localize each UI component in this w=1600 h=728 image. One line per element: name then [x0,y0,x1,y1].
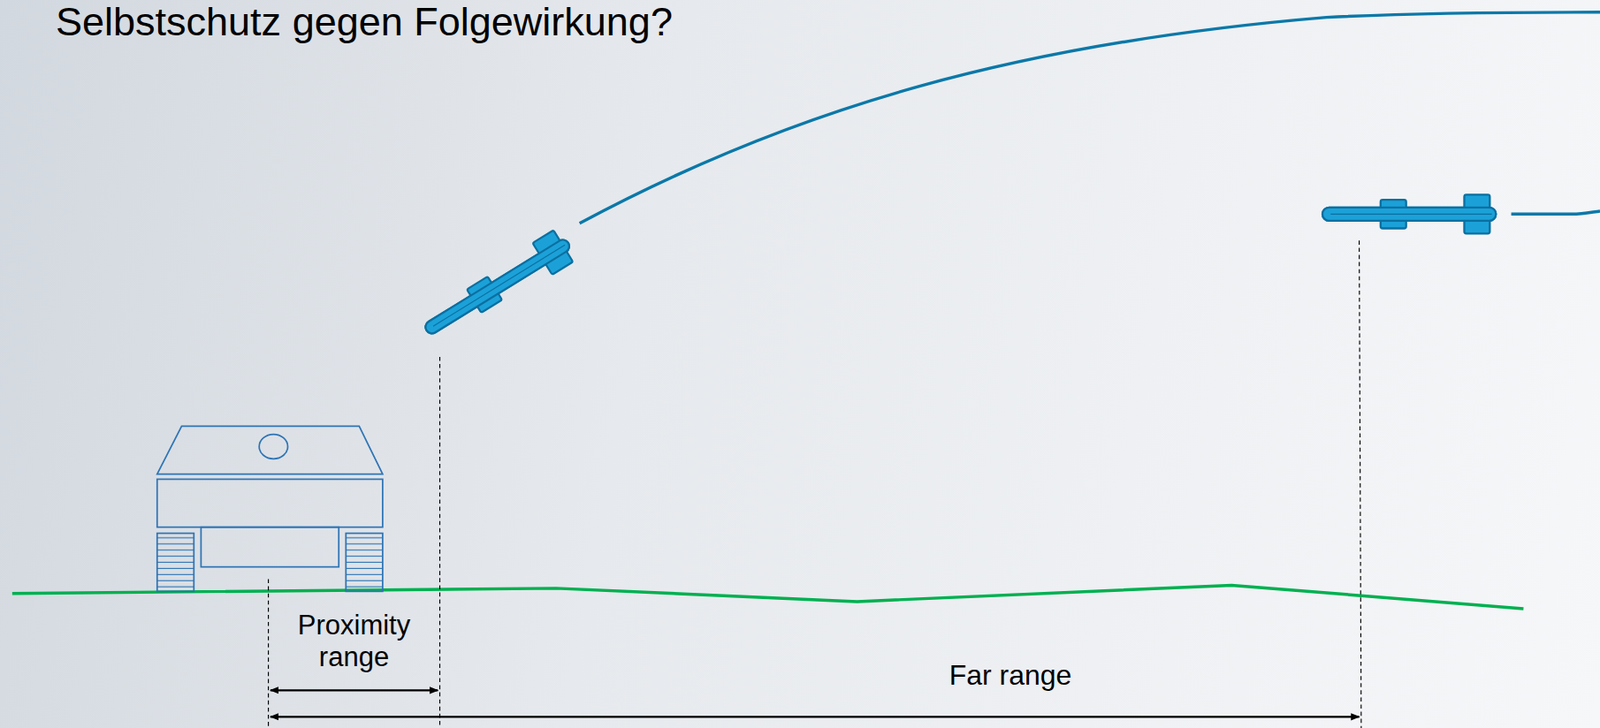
vehicle [157,426,383,592]
slide-title: Selbstschutz gegen Folgewirkung? [55,0,673,45]
reference-lines [268,240,1362,728]
cruise-missile [1322,194,1496,234]
trajectory-low [1511,211,1600,214]
ground-line [12,585,1524,610]
range-label: Far range [877,659,1143,693]
diving-missile [416,227,578,347]
range-arrows [270,690,1360,717]
trajectory-high [579,12,1600,224]
range-label: Proximity range [276,609,432,673]
